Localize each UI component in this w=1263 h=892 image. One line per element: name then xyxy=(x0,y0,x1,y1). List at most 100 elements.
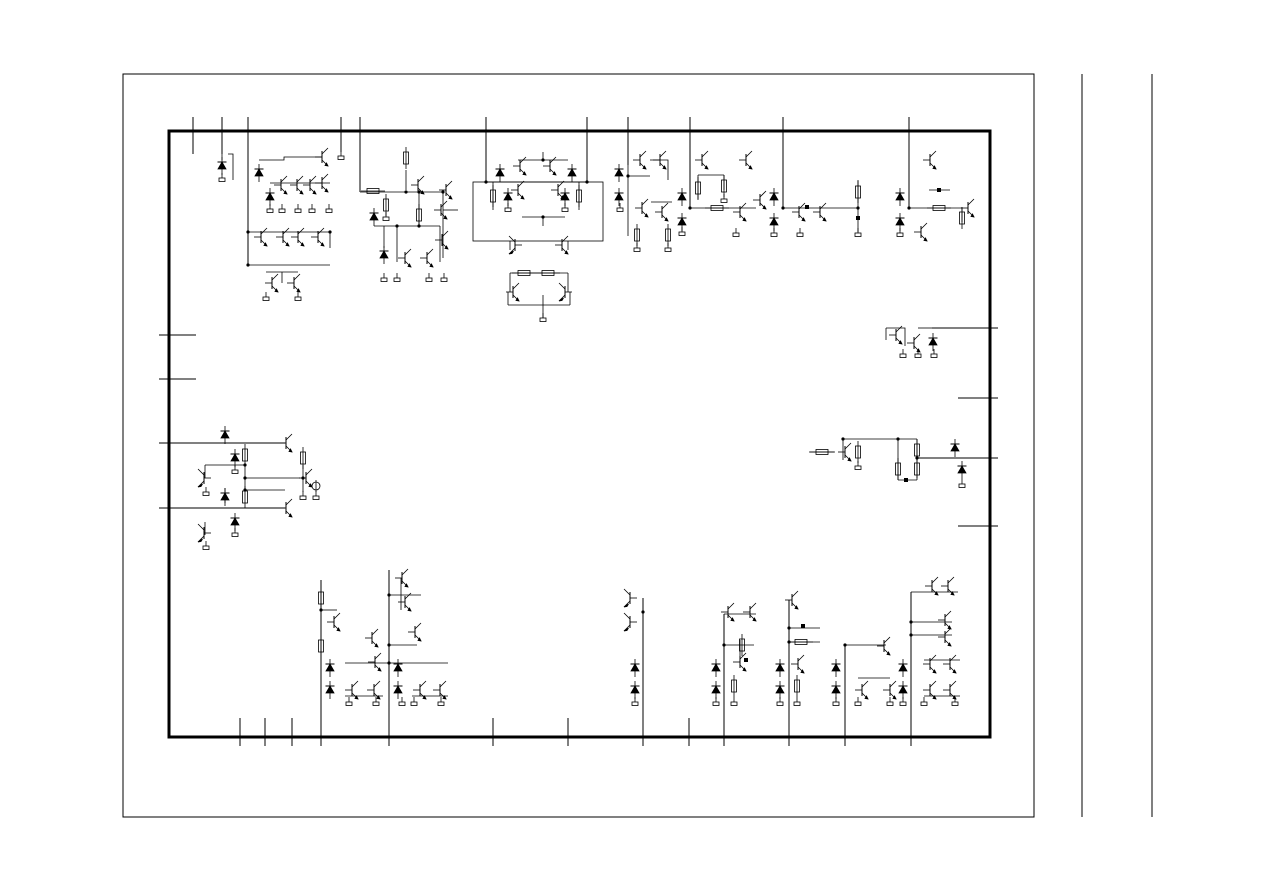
ground-terminal xyxy=(231,528,239,537)
junction-dot xyxy=(585,180,589,184)
junction-dot xyxy=(909,633,913,637)
npn-transistor-symbol xyxy=(367,680,381,700)
junction-dot xyxy=(626,174,630,178)
resistor-symbol xyxy=(789,639,813,645)
diode-symbol xyxy=(379,246,389,264)
resistor-symbol xyxy=(739,634,745,656)
resistor-symbol xyxy=(855,181,861,203)
npn-transistor-symbol xyxy=(855,680,869,700)
npn-transistor-symbol xyxy=(623,588,637,608)
junction-dot xyxy=(781,206,785,210)
ground-terminal xyxy=(793,697,801,706)
junction-dot xyxy=(907,206,911,210)
npn-transistor-symbol xyxy=(655,202,669,222)
ground-terminal xyxy=(337,151,345,160)
junction-dot xyxy=(246,263,250,267)
npn-transistor-symbol xyxy=(434,200,448,220)
resistors xyxy=(242,147,965,697)
capacitor-marker xyxy=(904,478,908,482)
resistor-symbol xyxy=(300,447,306,469)
ground-terminal xyxy=(294,204,302,213)
diode-symbol xyxy=(325,659,335,677)
npn-transistor-symbol xyxy=(287,273,301,293)
ground-terminal xyxy=(730,697,738,706)
npn-transistor-symbol xyxy=(197,523,211,543)
ground-terminal xyxy=(539,313,547,322)
capacitor-marker xyxy=(805,205,809,209)
resistor-symbol xyxy=(242,444,248,466)
npn-transistor-symbol xyxy=(327,612,341,632)
junction-dot xyxy=(896,437,900,441)
ground-terminal xyxy=(776,697,784,706)
npn-transistor-symbol xyxy=(938,610,952,630)
npn-transistor-symbol xyxy=(943,654,957,674)
resistor-symbol xyxy=(318,635,324,657)
resistor-symbol xyxy=(927,205,951,211)
ground-terminal xyxy=(504,203,512,212)
junction-dot xyxy=(243,476,247,480)
npn-transistor-symbol xyxy=(923,680,937,700)
ground-terminal xyxy=(425,273,433,282)
diode-symbol xyxy=(928,333,938,351)
ground-terminal xyxy=(886,697,894,706)
npn-transistor-symbol xyxy=(743,602,757,622)
diode-symbol xyxy=(775,659,785,677)
npn-transistor-symbol xyxy=(925,576,939,596)
ground-terminal xyxy=(770,228,778,237)
ground-terminal xyxy=(202,541,210,550)
ground-terminal xyxy=(930,349,938,358)
capacitor-marker xyxy=(744,658,748,662)
npn-transistor-symbol xyxy=(420,248,434,268)
ground-terminal xyxy=(345,697,353,706)
ground-terminal xyxy=(720,194,728,203)
resistor-symbol xyxy=(634,224,640,246)
diode-symbol xyxy=(614,164,624,182)
diode-symbol xyxy=(393,681,403,699)
diode-symbol xyxy=(393,659,403,677)
diode-symbol xyxy=(831,681,841,699)
junction-dot xyxy=(909,620,913,624)
diode-symbol xyxy=(831,659,841,677)
junction-dot xyxy=(541,215,545,219)
npn-transistor-symbol xyxy=(413,680,427,700)
npn-transistor-symbol xyxy=(513,156,527,176)
diode-symbol xyxy=(898,681,908,699)
npn-transistor-symbol xyxy=(398,592,412,612)
resistor-symbol xyxy=(695,177,701,199)
junction-dot xyxy=(417,190,421,194)
npn-transistor-symbol xyxy=(345,680,359,700)
diode-symbol xyxy=(711,659,721,677)
resistor-symbol xyxy=(512,270,536,276)
junction-dot xyxy=(417,224,421,228)
npn-transistor-symbol xyxy=(623,612,637,632)
ground-terminal xyxy=(958,479,966,488)
resistor-symbol xyxy=(576,185,582,207)
ground-terminal xyxy=(437,697,445,706)
ground-terminal xyxy=(440,273,448,282)
npn-transistor-symbol xyxy=(792,202,806,222)
junction-dot xyxy=(541,158,545,162)
diode-symbol xyxy=(957,461,967,479)
npn-transistor-symbol xyxy=(408,622,422,642)
npn-transistor-symbol xyxy=(883,680,897,700)
npn-transistor-symbol xyxy=(923,654,937,674)
npn-transistor-symbol xyxy=(311,227,325,247)
npn-transistor-symbol xyxy=(398,248,412,268)
diode-symbol xyxy=(230,449,240,467)
npn-transistor-symbol xyxy=(961,198,975,218)
npn-transistor-symbol xyxy=(315,173,329,193)
junction-dots xyxy=(243,158,941,665)
junction-dot xyxy=(395,224,399,228)
npn-transistor-symbol xyxy=(877,636,891,656)
npn-transistor-symbol xyxy=(695,150,709,170)
ground-terminal xyxy=(266,204,274,213)
outer-page-frame xyxy=(122,73,1035,818)
junction-dot xyxy=(641,610,645,614)
ground-terminal xyxy=(393,273,401,282)
diode-symbol xyxy=(325,681,335,699)
diode-symbol xyxy=(254,164,264,182)
ground-terminal xyxy=(561,203,569,212)
ground-terminal xyxy=(854,697,862,706)
ground-terminal xyxy=(372,697,380,706)
capacitor-marker xyxy=(856,216,860,220)
